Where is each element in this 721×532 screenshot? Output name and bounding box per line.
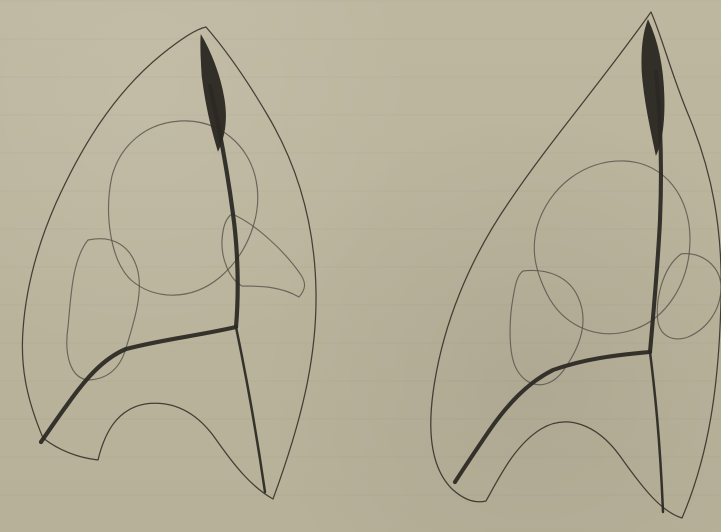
left-lower-main-vein: [236, 327, 265, 492]
left-inner-oval-outline: [109, 121, 258, 295]
left-lower-inner-outline: [67, 239, 140, 380]
right-lower-inner-outline: [510, 270, 583, 384]
right-lower-branch-vein: [455, 352, 650, 482]
right-wing-diagram: [431, 12, 721, 518]
left-lower-branch-vein: [41, 327, 236, 442]
right-inner-oval-outline: [534, 161, 690, 334]
left-outer-outline: [22, 27, 316, 499]
right-lower-main-vein: [650, 352, 663, 512]
left-wing-diagram: [22, 27, 316, 499]
right-side-lobe-outline: [657, 254, 721, 339]
right-outer-outline: [431, 12, 721, 518]
